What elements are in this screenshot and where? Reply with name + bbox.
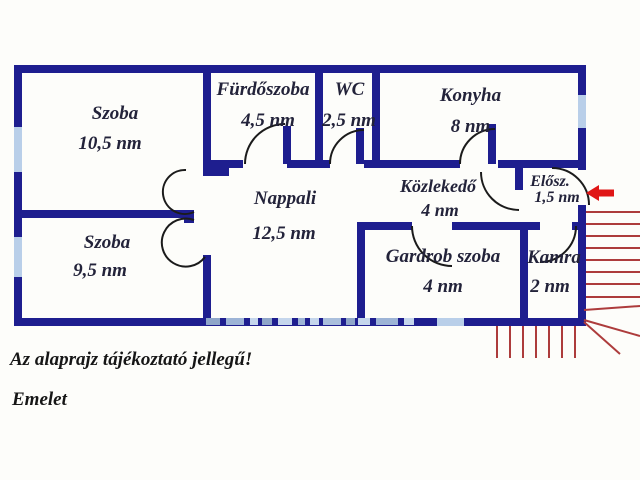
room-label-gardrob-szoba: Gardrob szoba [385, 246, 501, 267]
wall-furdoszoba-wc [315, 65, 323, 164]
window-szoba-also [14, 237, 22, 277]
door-arc-nappali-szoba-felso [161, 168, 195, 215]
watermark-fragment [346, 318, 355, 325]
room-area-wc: 2,5 nm [322, 110, 376, 131]
watermark-fragment [206, 318, 220, 325]
floor-level-label: Emelet [12, 389, 67, 410]
staircase-treads-right [586, 211, 640, 298]
wall-outer-top [14, 65, 586, 73]
wall-gardrob-kamra [520, 222, 528, 326]
wall-wc-bottom-left [323, 160, 330, 168]
watermark-fragment [376, 318, 398, 325]
wall-outer-left [14, 65, 22, 326]
wall-kamra-top-left [528, 222, 540, 230]
watermark-fragment [298, 318, 305, 325]
room-label-kozlekedo: Közlekedő [400, 176, 476, 196]
room-label-furdoszoba: Fürdőszoba [216, 79, 310, 100]
wall-gardrob-top-left [357, 222, 412, 230]
watermark-fragment [323, 318, 341, 325]
room-area-kamra: 2 nm [530, 276, 570, 297]
plan-disclaimer: Az alaprajz tájékoztató jellegű! [10, 349, 253, 370]
room-area-eloszoba: 1,5 nm [534, 189, 580, 206]
wall-gardrob-left [357, 222, 365, 326]
room-area-nappali: 12,5 nm [252, 223, 316, 244]
room-label-szoba-felso: Szoba [91, 103, 139, 124]
wall-wc-konyha [372, 65, 380, 164]
door-leaf-furdoszoba [283, 126, 291, 164]
watermark-fragment [358, 318, 370, 325]
wall-furdoszoba-bottom-right [287, 160, 323, 168]
wall-nappali-door-jamb [203, 164, 229, 176]
watermark-fragment [262, 318, 272, 325]
wall-wc-bottom-right [364, 160, 380, 168]
window-gardrob [437, 318, 464, 326]
wall-szoba-divider [14, 210, 190, 218]
room-label-nappali: Nappali [253, 188, 317, 209]
room-area-gardrob-szoba: 4 nm [423, 276, 463, 297]
window-konyha [578, 95, 586, 128]
room-label-kamra: Kamra [527, 247, 581, 268]
watermark-fragment [250, 318, 258, 325]
room-label-szoba-also: Szoba [83, 232, 131, 253]
room-label-konyha: Konyha [439, 85, 502, 106]
room-area-szoba-also: 9,5 nm [73, 260, 127, 281]
room-label-wc: WC [334, 79, 365, 100]
window-szoba-felso [14, 127, 22, 172]
wall-kamra-top-right [572, 222, 586, 230]
room-area-furdoszoba: 4,5 nm [241, 110, 295, 131]
room-label-eloszoba: Elősz. [530, 173, 570, 190]
wall-konyha-bottom-right [498, 160, 515, 168]
watermark-fragment [278, 318, 292, 325]
watermark-fragment [404, 318, 414, 325]
door-arc-nappali-szoba-also [160, 217, 206, 268]
staircase-winder-fan [583, 305, 640, 355]
watermark-fragment [226, 318, 244, 325]
room-area-kozlekedo: 4 nm [421, 200, 459, 220]
wall-szoba-also-right [203, 255, 211, 326]
wall-gardrob-top-right [452, 222, 520, 230]
door-leaf-wc [356, 128, 364, 164]
staircase-treads-bottom [496, 326, 576, 358]
wall-konyha-bottom-left [380, 160, 460, 168]
wall-elosz-top [523, 160, 578, 168]
room-area-szoba-felso: 10,5 nm [78, 133, 142, 154]
wall-szoba-furdoszoba [203, 65, 211, 167]
wall-szoba-divider-tip [184, 210, 194, 223]
watermark-fragment [310, 318, 319, 325]
wall-outer-right-lower [578, 205, 586, 326]
room-area-konyha: 8 nm [450, 116, 491, 137]
